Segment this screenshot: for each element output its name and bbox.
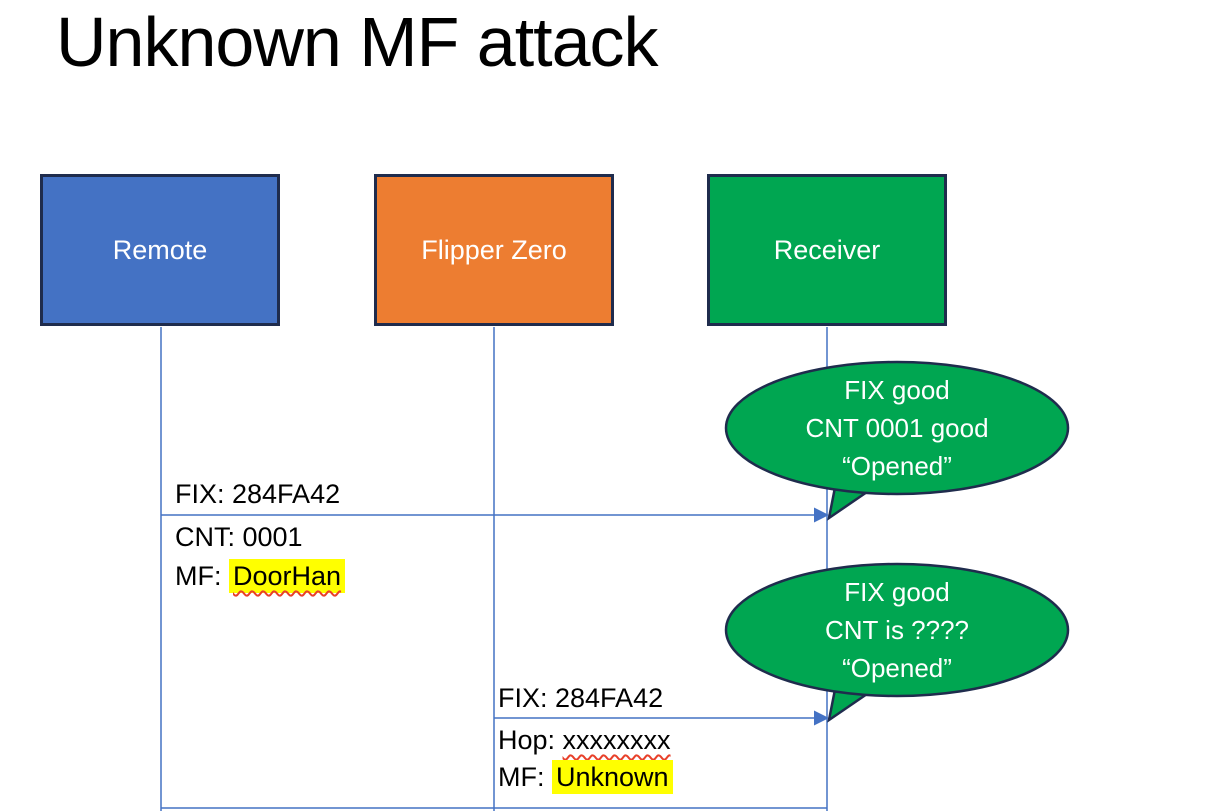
message2-hop-value: xxxxxxxx	[562, 725, 671, 755]
bubble1-line3: “Opened”	[842, 451, 952, 481]
message2-arrow-head	[814, 710, 829, 726]
message2-hop-label: Hop: xxxxxxxx	[498, 724, 671, 756]
bubble2-line1: FIX good	[844, 577, 950, 607]
actor-label-flipper-zero: Flipper Zero	[421, 234, 567, 265]
message2-fix-label: FIX: 284FA42	[498, 683, 664, 713]
speech-bubble-1-ellipse	[724, 360, 1070, 496]
message2-mf-value-highlighted: Unknown	[552, 760, 673, 794]
bubble2-line3: “Opened”	[842, 653, 952, 683]
message2-mf-label: MF: Unknown	[498, 760, 673, 794]
message1-mf-prefix: MF:	[175, 561, 229, 591]
speech-bubble-2-text: FIX good CNT is ???? “Opened”	[726, 573, 1068, 687]
slide-title: Unknown MF attack	[56, 3, 659, 81]
speech-bubble-2-ellipse	[724, 562, 1070, 698]
speech-bubble-1	[724, 360, 1070, 521]
message1-mf-value-highlighted: DoorHan	[229, 559, 346, 593]
message1-arrow-head	[814, 507, 829, 523]
message1-mf-label: MF: DoorHan	[175, 559, 346, 593]
speech-bubble-1-text: FIX good CNT 0001 good “Opened”	[726, 371, 1068, 485]
message1-cnt-label: CNT: 0001	[175, 522, 303, 552]
actor-box-receiver: Receiver	[707, 174, 947, 326]
actor-label-receiver: Receiver	[773, 234, 881, 265]
actor-label-remote: Remote	[112, 234, 208, 265]
actor-box-remote: Remote	[40, 174, 280, 326]
bubble1-line2: CNT 0001 good	[805, 413, 989, 443]
bubble2-line2: CNT is ????	[824, 615, 970, 645]
message1-fix-label: FIX: 284FA42	[175, 479, 341, 509]
actor-box-flipper-zero: Flipper Zero	[374, 174, 614, 326]
speech-bubble-2	[724, 562, 1070, 723]
message2-mf-prefix: MF:	[498, 762, 552, 792]
message2-hop-prefix: Hop:	[498, 725, 563, 755]
bubble1-line1: FIX good	[844, 375, 950, 405]
